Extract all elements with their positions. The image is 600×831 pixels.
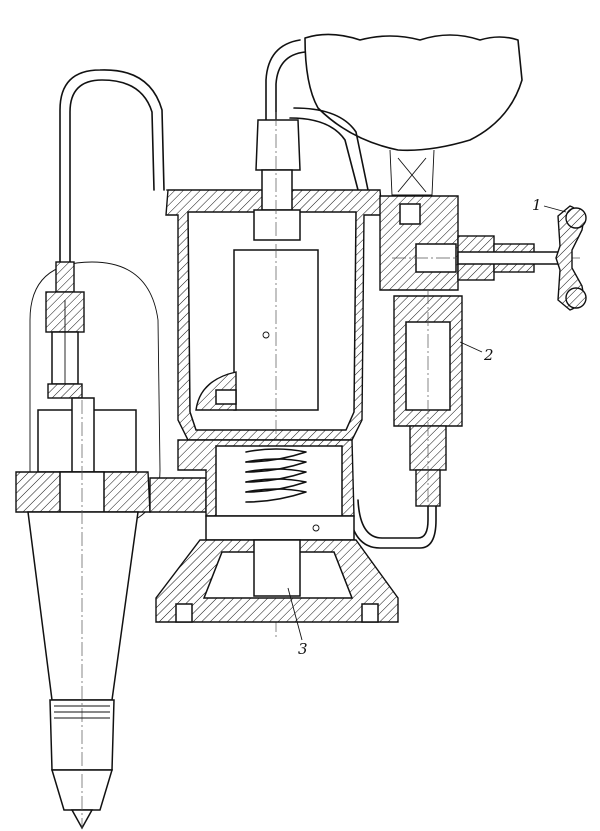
base — [155, 539, 399, 623]
fuel-line-from-tank — [265, 39, 369, 191]
injector-union — [45, 261, 85, 399]
leader-line-1 — [543, 205, 567, 213]
connecting-arm — [149, 477, 207, 513]
control-valve-stem — [457, 235, 559, 281]
fuel-tank — [304, 33, 523, 196]
lever — [195, 371, 237, 411]
leader-line-2 — [459, 341, 483, 353]
injector-body — [15, 397, 151, 830]
leader-line-3 — [287, 587, 303, 641]
accumulator — [393, 290, 463, 507]
spring-chamber — [177, 439, 355, 517]
part-label-1: 1 — [532, 196, 542, 214]
plunger-assembly — [233, 112, 319, 640]
part-label-3: 3 — [298, 640, 308, 658]
fuel-line-to-injector — [59, 69, 165, 263]
return-line — [347, 499, 437, 549]
cross-shaft — [205, 515, 355, 541]
part-label-2: 2 — [483, 346, 494, 364]
valve-block — [379, 195, 580, 291]
handwheel — [555, 205, 587, 311]
spring — [245, 448, 307, 503]
